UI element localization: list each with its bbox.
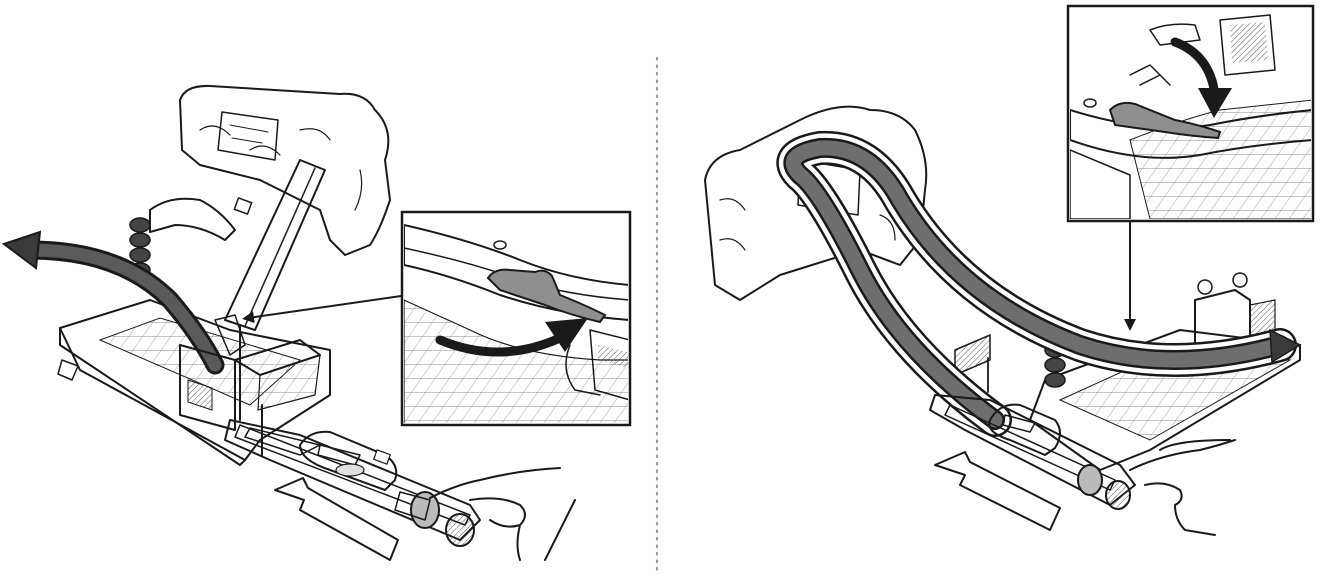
launch-direction-arrow-icon bbox=[274, 477, 399, 561]
left-mountain-tunnel bbox=[179, 84, 391, 256]
finger-hand-icon bbox=[429, 467, 576, 561]
left-elevated-ramp bbox=[214, 159, 326, 356]
right-launcher-plunger bbox=[1077, 464, 1131, 510]
left-callout-box bbox=[400, 210, 632, 427]
left-launcher-plunger bbox=[394, 491, 475, 547]
left-rock-bridge bbox=[149, 197, 236, 241]
left-lever-switch bbox=[486, 268, 607, 324]
right-finger-hand-icon bbox=[1129, 439, 1236, 536]
right-curved-lever-arrow-icon bbox=[1170, 37, 1232, 118]
right-panel bbox=[704, 4, 1315, 536]
right-callout-box bbox=[1066, 4, 1315, 223]
right-track-path bbox=[776, 130, 1302, 437]
curved-lever-arrow-icon bbox=[435, 318, 588, 357]
left-panel bbox=[1, 84, 632, 561]
path-arrow-icon bbox=[1, 230, 225, 375]
right-race-car bbox=[988, 403, 1061, 456]
left-race-car bbox=[299, 430, 398, 491]
right-launch-direction-arrow-icon bbox=[934, 451, 1061, 531]
left-callout-pointer bbox=[242, 294, 409, 324]
right-lever-switch bbox=[1108, 101, 1222, 140]
left-gate-building bbox=[179, 324, 321, 456]
